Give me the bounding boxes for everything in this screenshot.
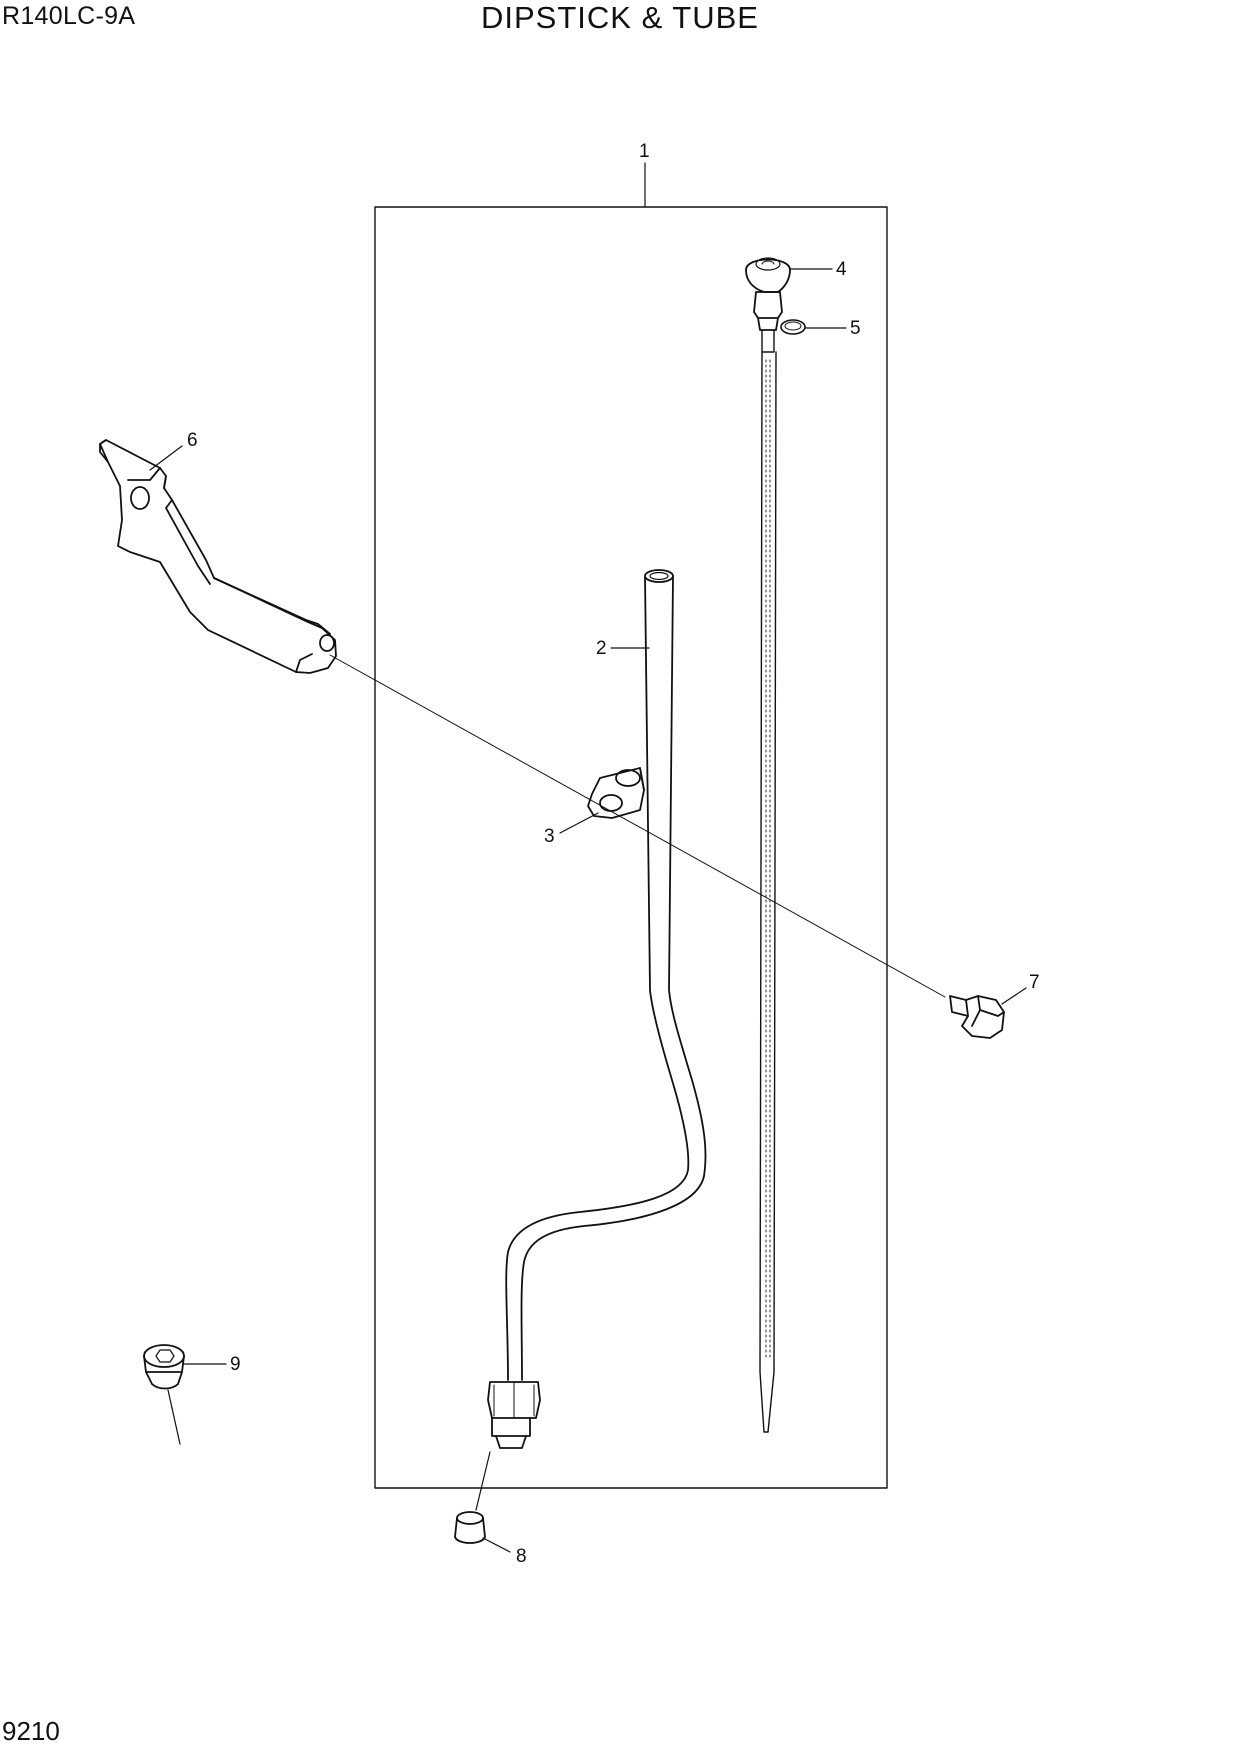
part-9-plug (143, 1344, 185, 1390)
leader-8-axis (475, 1451, 491, 1511)
part-5-o-ring (780, 319, 806, 335)
dipstick-rod (759, 329, 777, 1433)
leader-lines (149, 162, 1027, 1553)
callout-4: 4 (836, 259, 847, 280)
part-6-bracket (99, 439, 337, 674)
callout-1: 1 (639, 141, 650, 162)
callout-2: 2 (596, 638, 607, 659)
page-title: DIPSTICK & TUBE (0, 0, 1240, 36)
page-title-text: DIPSTICK & TUBE (481, 0, 759, 35)
callout-9: 9 (230, 1354, 241, 1375)
callout-6: 6 (187, 430, 198, 451)
leader-6 (149, 445, 183, 471)
part-2-guide-tube (487, 569, 707, 1449)
page-number: 9210 (2, 1716, 60, 1746)
part-8-sleeve (454, 1511, 486, 1544)
leader-9-axis (167, 1389, 181, 1445)
part-4-dipstick-handle (745, 257, 791, 331)
model-label: R140LC-9A (2, 2, 136, 30)
callout-7: 7 (1029, 972, 1040, 993)
leader-8 (482, 1537, 511, 1553)
leader-7 (1001, 987, 1027, 1005)
leader-3 (559, 812, 599, 834)
part-7-flange-bolt (949, 995, 1005, 1039)
part-3-clamp (587, 767, 645, 819)
center-line (329, 654, 946, 998)
callout-8: 8 (516, 1546, 527, 1567)
callout-3: 3 (544, 826, 555, 847)
callout-5: 5 (850, 318, 861, 339)
assembly-frame (374, 206, 888, 1489)
